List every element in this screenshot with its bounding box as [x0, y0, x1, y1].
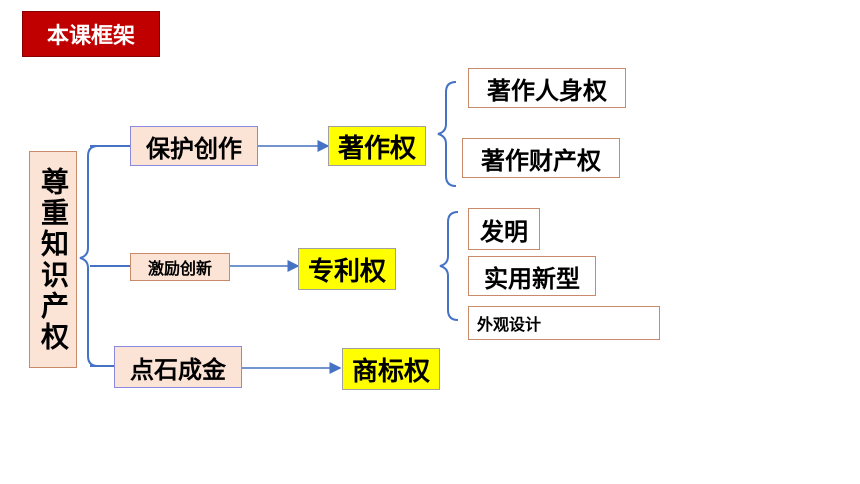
root-bracket: [79, 145, 99, 367]
target-node-patent: 专利权: [298, 248, 396, 290]
root-label: 尊重知识产权: [37, 166, 70, 353]
leaf-bracket-1: [437, 81, 457, 187]
target-node-copyright: 著作权: [328, 126, 426, 166]
leaf-node-property-rights: 著作财产权: [462, 138, 620, 178]
leaf-node-invention: 发明: [468, 208, 540, 250]
leaf-node-moral-rights: 著作人身权: [468, 68, 626, 108]
leaf-node-utility-model: 实用新型: [468, 256, 596, 296]
leaf-node-design: 外观设计: [468, 306, 660, 340]
branch-node-turn-stone-to-gold: 点石成金: [114, 346, 242, 388]
leaf-bracket-2: [439, 211, 459, 321]
section-title-badge: 本课框架: [22, 11, 160, 57]
target-node-trademark: 商标权: [342, 348, 440, 390]
root-node: 尊重知识产权: [29, 151, 77, 368]
branch-node-encourage-innovation: 激励创新: [130, 253, 230, 281]
branch-node-protect-creation: 保护创作: [130, 126, 258, 166]
